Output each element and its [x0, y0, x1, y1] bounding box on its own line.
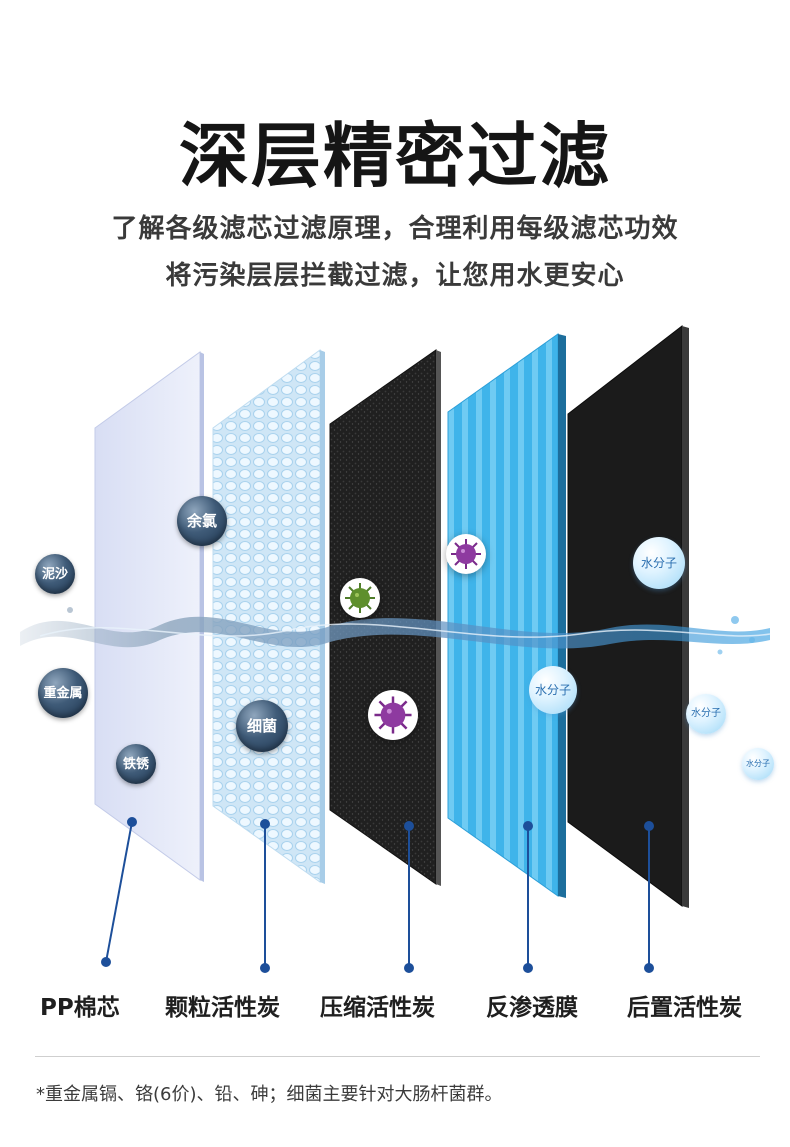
label-ro-membrane: 反渗透膜: [486, 995, 578, 1021]
water-molecule-bubble-1: 水分子: [633, 537, 685, 589]
layer-compressed-carbon: [329, 349, 441, 886]
mud-sand-bubble: 泥沙: [35, 554, 75, 594]
mud-sand-label: 泥沙: [41, 566, 68, 582]
page-title: 深层精密过滤: [179, 115, 611, 197]
bacteria-label: 细菌: [246, 716, 277, 735]
footnote: *重金属镉、铬(6价)、铅、砷；细菌主要针对大肠杆菌群。: [36, 1084, 503, 1105]
residual-chlorine-label: 余氯: [186, 511, 217, 530]
label-granular-carbon: 颗粒活性炭: [165, 995, 280, 1021]
water-molecule-bubble-4: 水分子: [742, 748, 774, 780]
water-molecule-label: 水分子: [534, 683, 571, 697]
pointer-lines: [101, 817, 654, 973]
residual-chlorine-bubble: 余氯: [177, 496, 227, 546]
label-post-carbon: 后置活性炭: [627, 995, 742, 1021]
rust-bubble: 铁锈: [116, 744, 156, 784]
water-stream: [20, 607, 771, 655]
subtitle-line-1: 了解各级滤芯过滤原理，合理利用每级滤芯功效: [111, 214, 679, 244]
subtitle-line-2: 将污染层层拦截过滤，让您用水更安心: [165, 261, 625, 291]
label-compressed-carbon: 压缩活性炭: [320, 995, 435, 1021]
divider: [35, 1056, 760, 1057]
layer-post-carbon: [567, 324, 689, 908]
purple-virus-icon-2: [368, 690, 418, 740]
heavy-metal-bubble: 重金属: [38, 668, 88, 718]
bacteria-bubble: 细菌: [236, 700, 288, 752]
heavy-metal-label: 重金属: [43, 685, 83, 701]
water-molecule-label: 水分子: [691, 708, 721, 719]
layer-granular-carbon: [212, 349, 325, 884]
water-molecule-bubble-2: 水分子: [529, 666, 577, 714]
green-germ-icon: [340, 578, 380, 618]
layer-pp-cotton: [94, 351, 204, 882]
water-molecule-label: 水分子: [640, 556, 677, 570]
layer-ro-membrane: [447, 333, 566, 898]
water-molecule-bubble-3: 水分子: [686, 694, 726, 734]
purple-virus-icon-1: [446, 534, 486, 574]
water-molecule-label: 水分子: [746, 759, 770, 768]
rust-label: 铁锈: [122, 756, 149, 772]
label-pp-cotton: PP棉芯: [40, 995, 120, 1021]
